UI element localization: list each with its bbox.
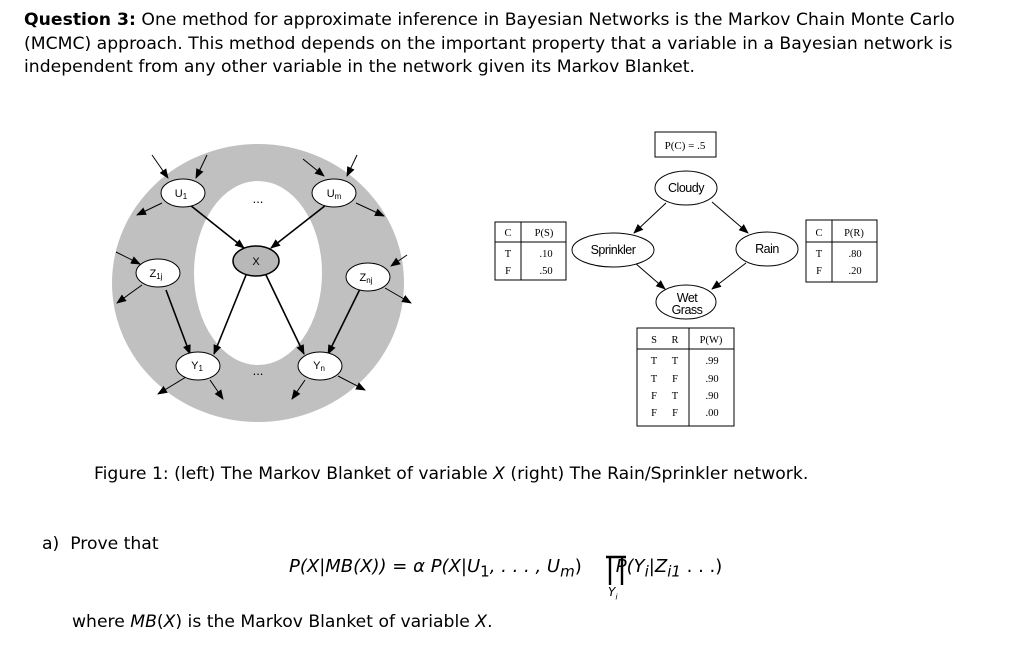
svg-text:U1: U1 — [175, 188, 188, 201]
svg-text:T: T — [672, 391, 679, 402]
ellipsis-bottom: ... — [253, 363, 264, 378]
edge-cloudy-rain — [711, 201, 749, 234]
svg-text:T: T — [505, 249, 512, 260]
prior-label: P(C) = .5 — [665, 140, 706, 152]
product-subscript: Yi — [608, 585, 618, 602]
svg-text:P(W): P(W) — [700, 335, 723, 346]
svg-text:T: T — [816, 249, 823, 260]
svg-text:Cloudy: Cloudy — [668, 181, 705, 195]
svg-text:Wet: Wet — [677, 291, 699, 305]
svg-text:.00: .00 — [705, 408, 718, 419]
edge-znj-yn — [327, 288, 361, 355]
svg-text:T: T — [651, 374, 658, 385]
svg-text:F: F — [505, 266, 511, 277]
svg-text:S: S — [651, 335, 657, 346]
svg-text:Um: Um — [327, 188, 342, 201]
svg-text:Sprinkler: Sprinkler — [591, 243, 636, 257]
svg-text:Y1: Y1 — [191, 360, 203, 373]
node-u1: U1 — [160, 178, 206, 208]
svg-text:C: C — [815, 228, 822, 239]
svg-text:.20: .20 — [848, 266, 861, 277]
ellipsis-top: ... — [253, 191, 264, 206]
svg-text:.99: .99 — [705, 356, 718, 367]
question-body: One method for approximate inference in … — [24, 10, 955, 77]
svg-text:.90: .90 — [705, 391, 718, 402]
edge-cloudy-sprinkler — [633, 202, 667, 234]
product-symbol — [606, 555, 626, 585]
svg-text:Z1j: Z1j — [150, 268, 163, 281]
cpt-wet-grass: S R P(W) T T .99 T F .90 F T .90 F F .00 — [636, 327, 735, 427]
svg-text:F: F — [651, 408, 657, 419]
svg-text:F: F — [672, 374, 678, 385]
edge-x-y1 — [213, 274, 247, 355]
prior-box: P(C) = .5 — [654, 131, 717, 158]
edge-x-yn — [265, 274, 305, 355]
edge-rain-wet — [711, 262, 747, 290]
node-y1: Y1 — [175, 351, 221, 381]
cpt-sprinkler: C P(S) T .10 F .50 — [494, 221, 567, 281]
svg-text:.10: .10 — [539, 249, 552, 260]
part-a-label: a) Prove that — [42, 534, 159, 554]
svg-text:.90: .90 — [705, 374, 718, 385]
svg-text:R: R — [671, 335, 678, 346]
figure-caption: Figure 1: (left) The Markov Blanket of v… — [94, 464, 809, 484]
svg-text:F: F — [672, 408, 678, 419]
svg-text:Yn: Yn — [313, 360, 325, 373]
where-clause: where MB(X) is the Markov Blanket of var… — [72, 612, 493, 632]
svg-text:Rain: Rain — [755, 242, 779, 256]
svg-text:Grass: Grass — [672, 303, 703, 317]
svg-text:F: F — [651, 391, 657, 402]
node-znj: Znj — [345, 262, 391, 292]
node-x-label: X — [252, 256, 260, 268]
node-wet-grass: Wet Grass — [655, 284, 717, 320]
edge-u1-x — [189, 204, 245, 249]
question-text: Question 3: One method for approximate i… — [24, 9, 974, 80]
node-x: X — [232, 245, 280, 277]
edge-sprinkler-wet — [634, 262, 666, 290]
svg-text:T: T — [672, 356, 679, 367]
svg-text:Znj: Znj — [360, 272, 373, 285]
node-z1j: Z1j — [135, 258, 181, 288]
svg-text:P(S): P(S) — [535, 228, 554, 239]
edges — [165, 204, 361, 355]
question-label: Question 3: — [24, 10, 136, 30]
node-um: Um — [311, 178, 357, 208]
nodes: U1 Um X Z1j Znj Y1 Yn ... ... — [135, 178, 391, 381]
svg-text:T: T — [651, 356, 658, 367]
edge-um-x — [270, 204, 327, 249]
svg-text:C: C — [504, 228, 511, 239]
node-sprinkler: Sprinkler — [571, 232, 655, 268]
svg-text:P(R): P(R) — [844, 228, 864, 239]
stub-edges — [115, 154, 412, 400]
svg-text:.80: .80 — [848, 249, 861, 260]
svg-text:F: F — [816, 266, 822, 277]
edge-z1j-y1 — [165, 289, 191, 355]
equation: P(X|MB(X)) = α P(X|U1, . . . , Um)P(Yi|Z… — [289, 556, 723, 581]
node-rain: Rain — [735, 231, 799, 267]
network-edges — [633, 201, 749, 290]
svg-text:.50: .50 — [539, 266, 552, 277]
node-yn: Yn — [297, 351, 343, 381]
node-cloudy: Cloudy — [654, 170, 718, 206]
cpt-rain: C P(R) T .80 F .20 — [805, 219, 878, 283]
